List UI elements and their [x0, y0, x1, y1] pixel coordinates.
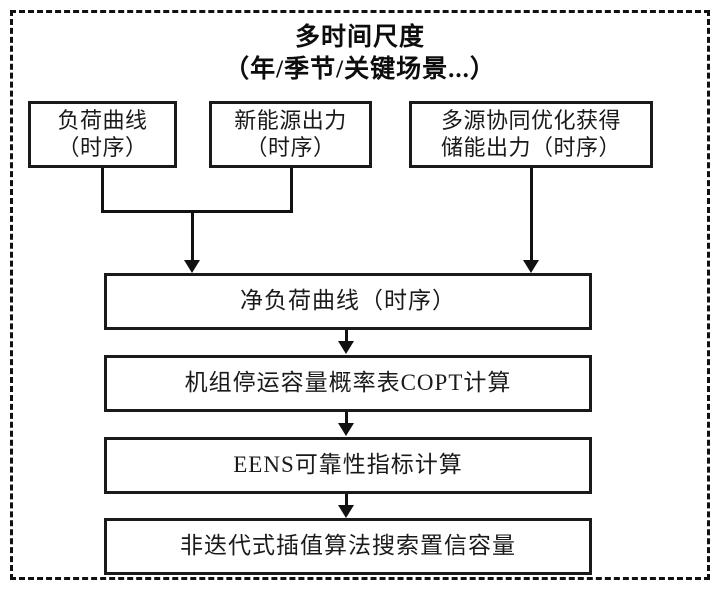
node-capacity-search-label: 非迭代式插值算法搜索置信容量 [180, 533, 516, 559]
connector-net-load-to-copt [345, 330, 348, 343]
node-storage-output-label: 多源协同优化获得 储能出力（时序） [440, 107, 621, 160]
arrowhead-merge-to-net-load [184, 260, 200, 273]
node-renewable-output-label: 新能源出力 （时序） [234, 107, 347, 160]
node-eens-calc-label: EENS可靠性指标计算 [233, 452, 463, 478]
node-load-curve-label: 负荷曲线 （时序） [57, 107, 148, 160]
arrowhead-net-load-to-copt [338, 341, 354, 354]
connector-eens-to-capacity [345, 494, 348, 506]
connector-merge-stem [191, 210, 194, 262]
diagram-title-line-2: （年/季节/关键场景...） [224, 56, 496, 83]
connector-merge-bar [101, 210, 293, 213]
diagram-title: 多时间尺度 （年/季节/关键场景...） [60, 22, 660, 86]
connector-storage-drop [530, 168, 533, 262]
arrowhead-eens-to-capacity [338, 505, 354, 518]
connector-renewable-drop [290, 168, 293, 213]
node-copt-calc: 机组停运容量概率表COPT计算 [104, 355, 592, 412]
node-storage-output: 多源协同优化获得 储能出力（时序） [409, 101, 653, 168]
node-eens-calc: EENS可靠性指标计算 [104, 437, 592, 494]
arrowhead-storage-to-net-load [523, 260, 539, 273]
node-net-load-curve-label: 净负荷曲线（时序） [240, 288, 456, 314]
multi-timescale-frame [10, 10, 710, 580]
node-copt-calc-label: 机组停运容量概率表COPT计算 [184, 370, 512, 396]
node-capacity-search: 非迭代式插值算法搜索置信容量 [104, 518, 592, 575]
arrowhead-copt-to-eens [338, 423, 354, 436]
diagram-title-line-1: 多时间尺度 [294, 24, 425, 51]
connector-load-curve-drop [101, 168, 104, 213]
connector-copt-to-eens [345, 412, 348, 425]
node-renewable-output: 新能源出力 （时序） [209, 101, 372, 168]
node-load-curve: 负荷曲线 （时序） [28, 101, 177, 168]
node-net-load-curve: 净负荷曲线（时序） [104, 273, 592, 330]
